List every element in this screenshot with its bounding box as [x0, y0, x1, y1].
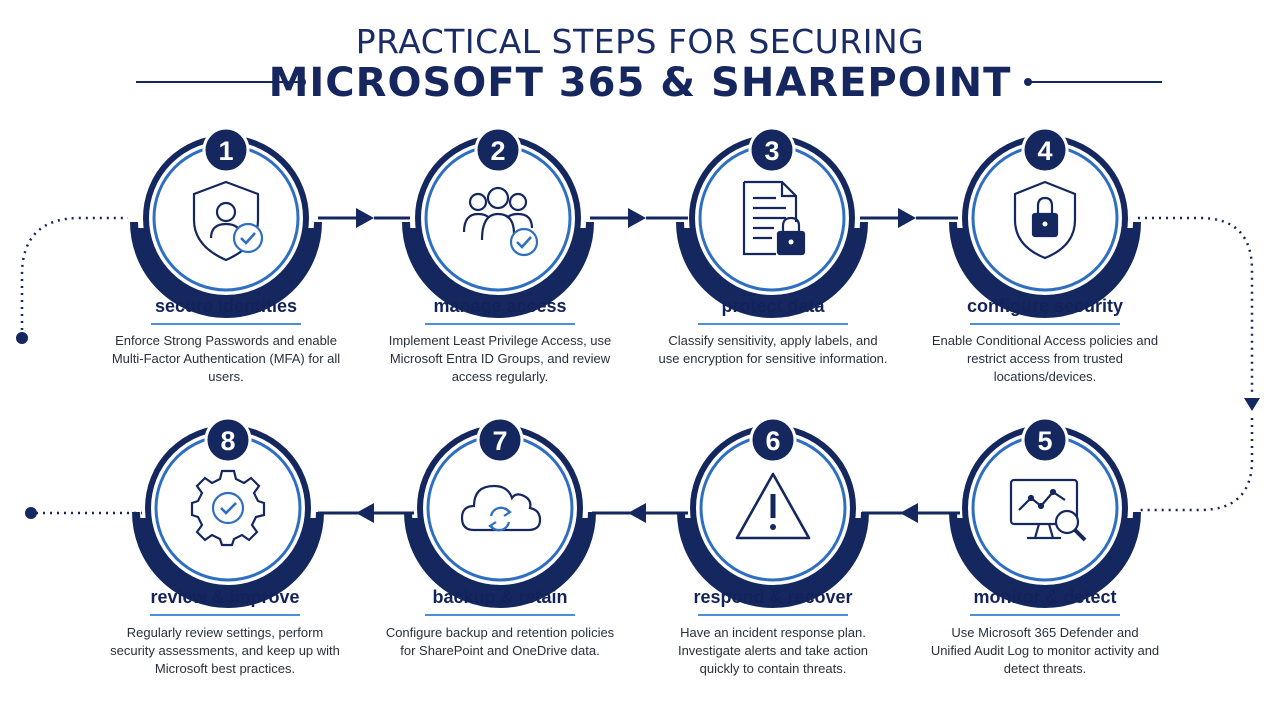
step-3-underline — [698, 323, 848, 325]
step-8-title: review & improve — [150, 587, 300, 607]
step-3-description: Classify sensitivity, apply labels, and … — [658, 333, 888, 366]
step-5-title: monitor & detect — [973, 587, 1117, 607]
step-4-description: Enable Conditional Access policies and r… — [931, 333, 1159, 384]
step-7-title: backup & retain — [432, 587, 568, 607]
step-6-title: respond & recover — [693, 587, 853, 607]
monitor-chart-search-icon — [1009, 478, 1087, 542]
step-1-underline — [151, 323, 301, 325]
start-dot — [16, 332, 28, 344]
step-2-badge — [474, 126, 522, 174]
title-line-1: PRACTICAL STEPS FOR SECURING — [355, 22, 925, 61]
document-lock-icon — [742, 180, 806, 256]
turn-arrow-down — [1244, 398, 1260, 411]
step-2-description: Implement Least Privilege Access, use Mi… — [388, 333, 612, 384]
step-5-underline — [970, 614, 1120, 616]
step-5-number: 5 — [1037, 426, 1052, 456]
arrow-7-8 — [318, 503, 414, 523]
step-1-description: Enforce Strong Passwords and enable Mult… — [111, 333, 341, 384]
step-6-number: 6 — [765, 426, 780, 456]
step-8-description: Regularly review settings, perform secur… — [110, 625, 340, 676]
step-1-number: 1 — [218, 136, 233, 166]
title-line-2: MICROSOFT 365 & SHAREPOINT — [268, 60, 1012, 106]
step-7-badge — [476, 416, 524, 464]
step-7-number: 7 — [492, 426, 507, 456]
step-3-badge — [748, 126, 796, 174]
step-7-underline — [425, 614, 575, 616]
step-2-title: manage access — [433, 296, 567, 316]
step-8-number: 8 — [220, 426, 235, 456]
step-2-underline — [425, 323, 575, 325]
end-dot — [25, 507, 37, 519]
arrow-3-4 — [860, 208, 958, 228]
step-4-underline — [970, 323, 1120, 325]
step-1-badge — [202, 126, 250, 174]
arrow-2-3 — [590, 208, 688, 228]
warning-triangle-icon — [735, 472, 811, 540]
step-3-number: 3 — [764, 136, 779, 166]
arrow-6-7 — [592, 503, 688, 523]
step-3-title: protect data — [721, 296, 825, 316]
step-8-underline — [150, 614, 300, 616]
step-6-underline — [698, 614, 848, 616]
step-5-description: Use Microsoft 365 Defender and Unified A… — [930, 625, 1160, 676]
header-rule-left — [136, 78, 306, 86]
step-1-title: secure identities — [154, 296, 298, 316]
gear-check-icon — [190, 469, 266, 547]
header-rule-right — [1024, 78, 1162, 86]
step-8-badge — [204, 416, 252, 464]
start-connector — [20, 216, 128, 337]
step-7-description: Configure backup and retention policies … — [385, 625, 615, 658]
step-4-number: 4 — [1037, 136, 1052, 166]
step-4-badge — [1021, 126, 1069, 174]
step-4-title: configure security — [966, 296, 1124, 316]
step-2-number: 2 — [490, 136, 505, 166]
step-6-badge — [749, 416, 797, 464]
arrow-5-6 — [862, 503, 960, 523]
shield-user-check-icon — [192, 180, 264, 262]
arrow-1-2 — [318, 208, 410, 228]
cloud-sync-icon — [460, 484, 542, 532]
users-check-icon — [462, 186, 539, 257]
shield-lock-icon — [1013, 180, 1077, 260]
step-5-badge — [1021, 416, 1069, 464]
step-6-description: Have an incident response plan. Investig… — [677, 625, 869, 676]
